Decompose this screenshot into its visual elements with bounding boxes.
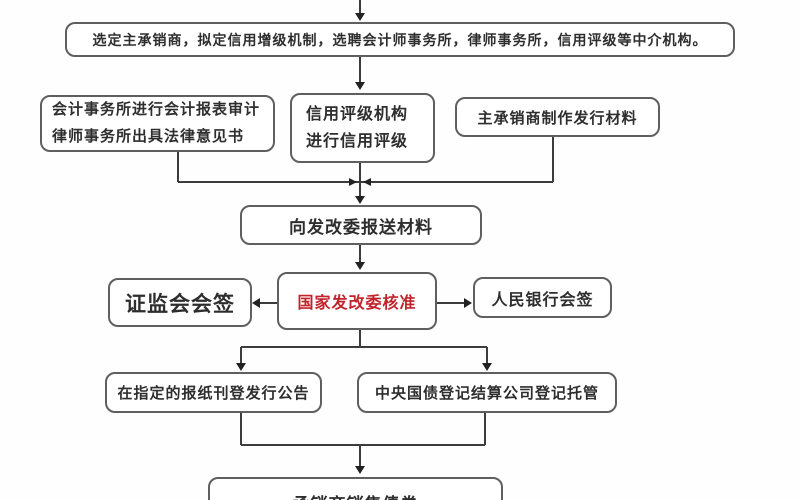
node-prep-intermediaries: 选定主承销商，拟定信用增级机制，选聘会计师事务所，律师事务所，信用评级等中介机构… — [65, 22, 735, 57]
node-ndrc-approval: 国家发改委核准 — [277, 272, 437, 330]
audit-legal-lines: 会计事务所进行会计报表审计 律师事务所出具法律意见书 — [52, 101, 261, 145]
node-issue-materials: 主承销商制作发行材料 — [455, 97, 660, 137]
node-pboc-countersign: 人民银行会签 — [473, 277, 612, 318]
node-publish-announcement: 在指定的报纸刊登发行公告 — [105, 372, 322, 413]
node-audit-legal: 会计事务所进行会计报表审计 律师事务所出具法律意见书 — [40, 95, 275, 152]
connector-converge-to-sale — [240, 413, 486, 467]
node-registry-custody: 中央国债登记结算公司登记托管 — [357, 372, 617, 413]
node-submit-ndrc: 向发改委报送材料 — [240, 205, 482, 245]
node-csrc-countersign: 证监会会签 — [108, 278, 252, 327]
node-bond-sale: 承销商销售债券 — [208, 477, 503, 500]
node-credit-rating: 信用评级机构进行信用评级 — [290, 93, 435, 163]
arrowheads — [236, 13, 492, 474]
connector-ndrc-split — [240, 330, 488, 364]
